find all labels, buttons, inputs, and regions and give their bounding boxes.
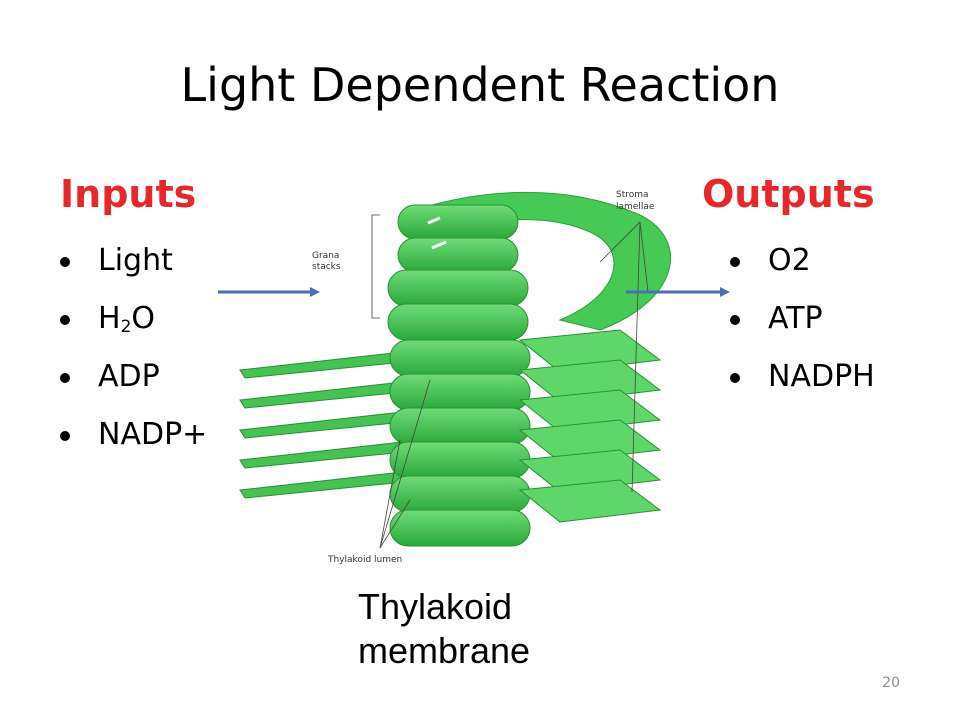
input-item-nadp: NADP+ bbox=[60, 420, 207, 450]
inputs-list: Light H2O ADP NADP+ bbox=[60, 246, 207, 478]
slide-number: 20 bbox=[882, 675, 900, 691]
output-item-nadph: NADPH bbox=[730, 362, 875, 392]
output-item-atp: ATP bbox=[730, 304, 875, 334]
stroma-lamellae-right bbox=[518, 329, 662, 523]
grana-label-line2: stacks bbox=[312, 262, 341, 272]
grana-stack-lower bbox=[389, 339, 531, 547]
inputs-heading: Inputs bbox=[60, 172, 197, 216]
stroma-lamellae-left bbox=[239, 349, 426, 499]
input-item-light: Light bbox=[60, 246, 207, 276]
outputs-heading: Outputs bbox=[702, 172, 875, 216]
stroma-label-line2: lamellae bbox=[616, 202, 655, 212]
outputs-list: O2 ATP NADPH bbox=[730, 246, 875, 420]
grana-label-line1: Grana bbox=[312, 251, 339, 261]
caption-line1: Thylakoid bbox=[358, 586, 513, 627]
slide-title: Light Dependent Reaction bbox=[180, 58, 780, 112]
diagram-caption: Thylakoid membrane bbox=[358, 585, 530, 673]
spiral-lamella bbox=[399, 191, 672, 331]
output-item-o2: O2 bbox=[730, 246, 875, 276]
lumen-label: Thylakoid lumen bbox=[327, 555, 402, 565]
input-item-adp: ADP bbox=[60, 362, 207, 392]
caption-line2: membrane bbox=[358, 630, 531, 671]
stroma-label-line1: Stroma bbox=[616, 190, 649, 200]
grana-stack-upper bbox=[387, 204, 529, 341]
input-item-water: H2O bbox=[60, 304, 207, 337]
diagram-leader-lines bbox=[371, 214, 649, 549]
